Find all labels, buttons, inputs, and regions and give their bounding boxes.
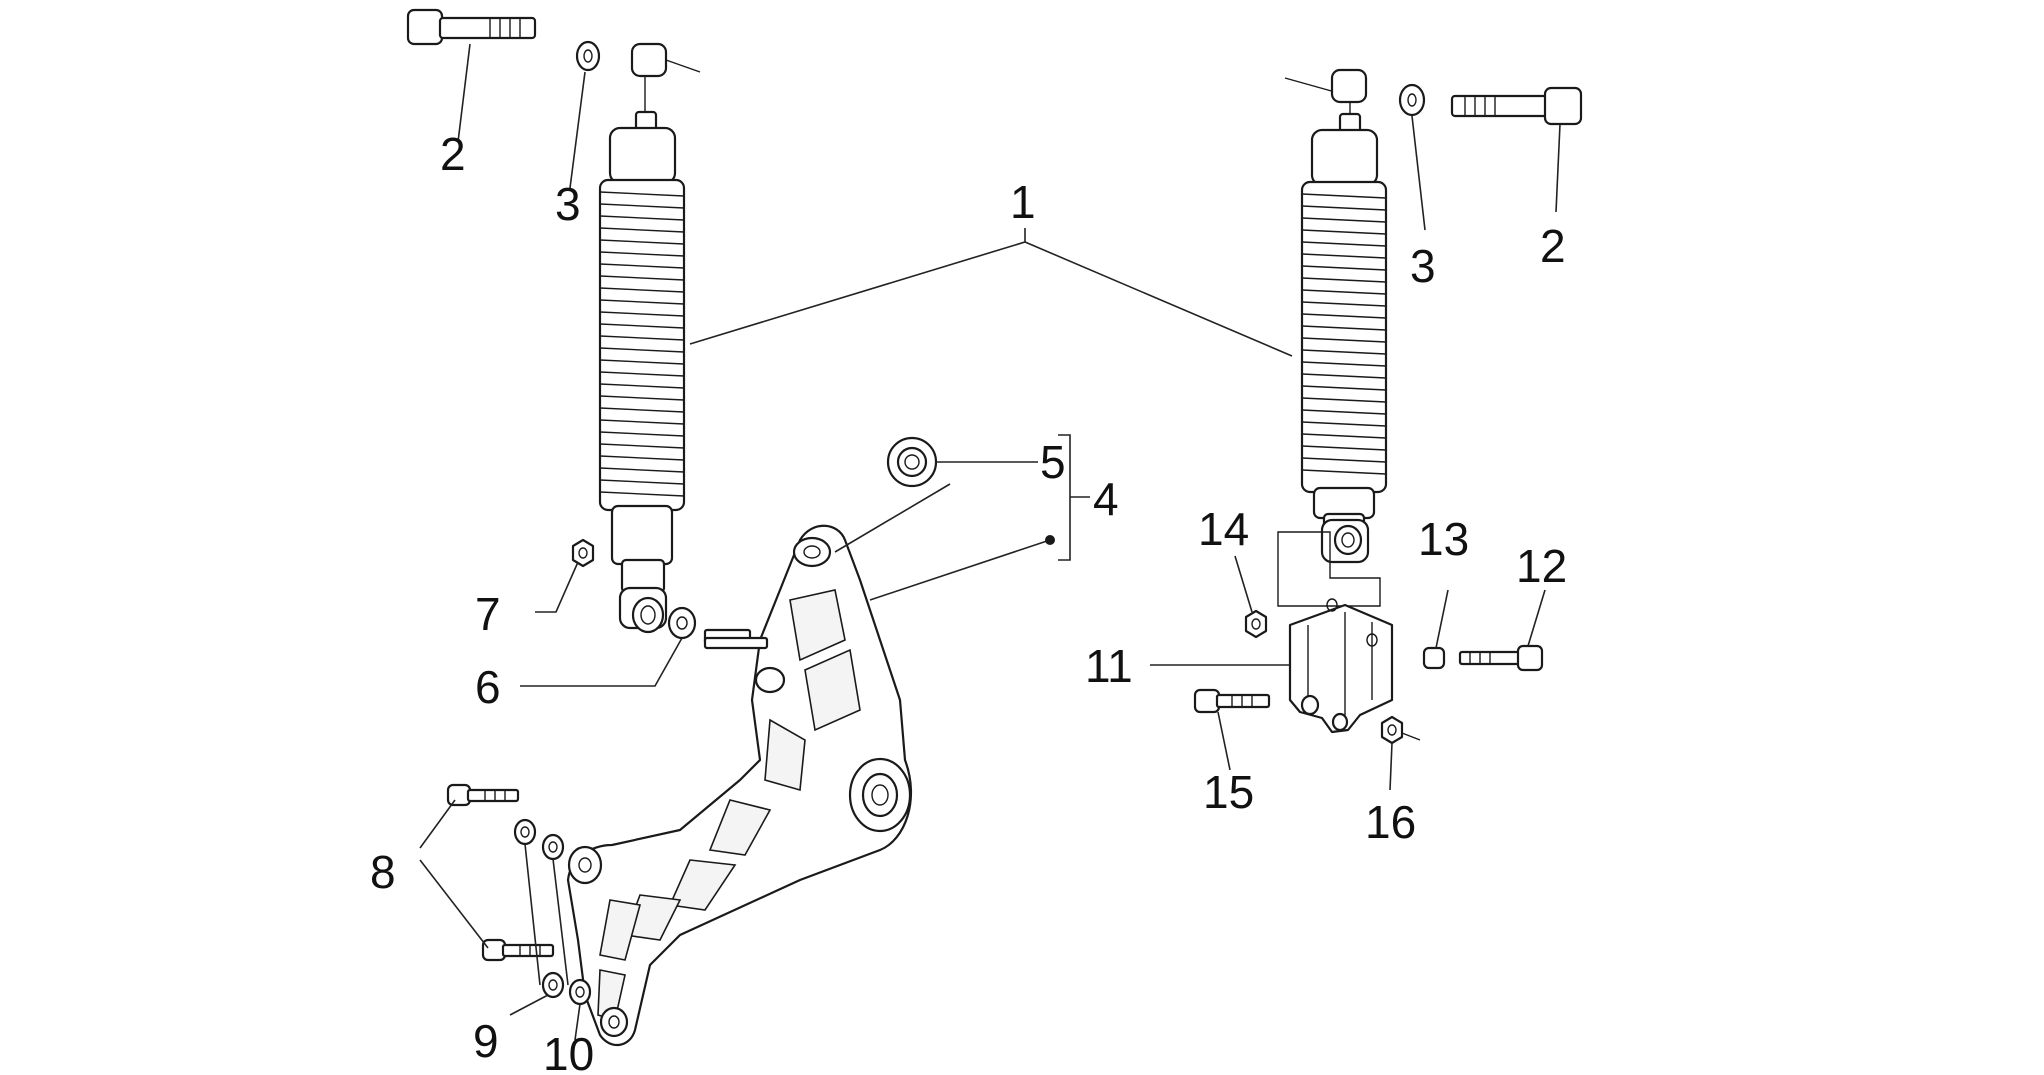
left-top-bolt [406,8,537,46]
callout-3-left: 3 [555,178,581,230]
callout-1: 1 [1010,176,1036,228]
callout-10: 10 [543,1028,594,1075]
callout-labels: 1 2 2 3 3 4 5 6 7 8 9 10 11 12 13 14 15 … [370,128,1567,1075]
callout-14: 14 [1198,503,1249,555]
right-spring [1300,180,1388,494]
callout-9: 9 [473,1015,499,1067]
callout-13: 13 [1418,513,1469,565]
bracket-bolt-lower [1193,688,1271,714]
left-nut [571,538,595,568]
right-top-bolt [1450,86,1583,126]
right-top-eye [1330,68,1368,104]
leader-lines [419,43,1561,1041]
callout-12: 12 [1516,540,1567,592]
callout-7: 7 [475,588,501,640]
callout-5: 5 [1040,436,1066,488]
left-top-washer [575,40,601,72]
callout-2-right: 2 [1540,220,1566,272]
callout-8: 8 [370,846,396,898]
callout-3-right: 3 [1410,240,1436,292]
right-top-washer [1398,83,1426,117]
lower-washers [513,818,592,1006]
callout-4: 4 [1093,473,1119,525]
left-shock-absorber [406,8,752,646]
left-top-eye [630,42,668,78]
callout-6: 6 [475,661,501,713]
left-bottom-washer [667,606,697,640]
callout-11: 11 [1085,640,1133,692]
right-shock-absorber [1284,68,1583,564]
swing-arm [566,524,913,1046]
bracket-spacer [1422,646,1446,670]
bearing [886,436,938,488]
callout-16: 16 [1365,796,1416,848]
left-spring [598,178,686,512]
callout-15: 15 [1203,766,1254,818]
shock-bracket [1277,531,1394,734]
lower-bolts [446,783,555,962]
callout-2-left: 2 [440,128,466,180]
bracket-bolt-upper [1458,644,1544,672]
bracket-nut-upper [1244,609,1268,639]
bracket-nut-lower [1380,715,1404,745]
